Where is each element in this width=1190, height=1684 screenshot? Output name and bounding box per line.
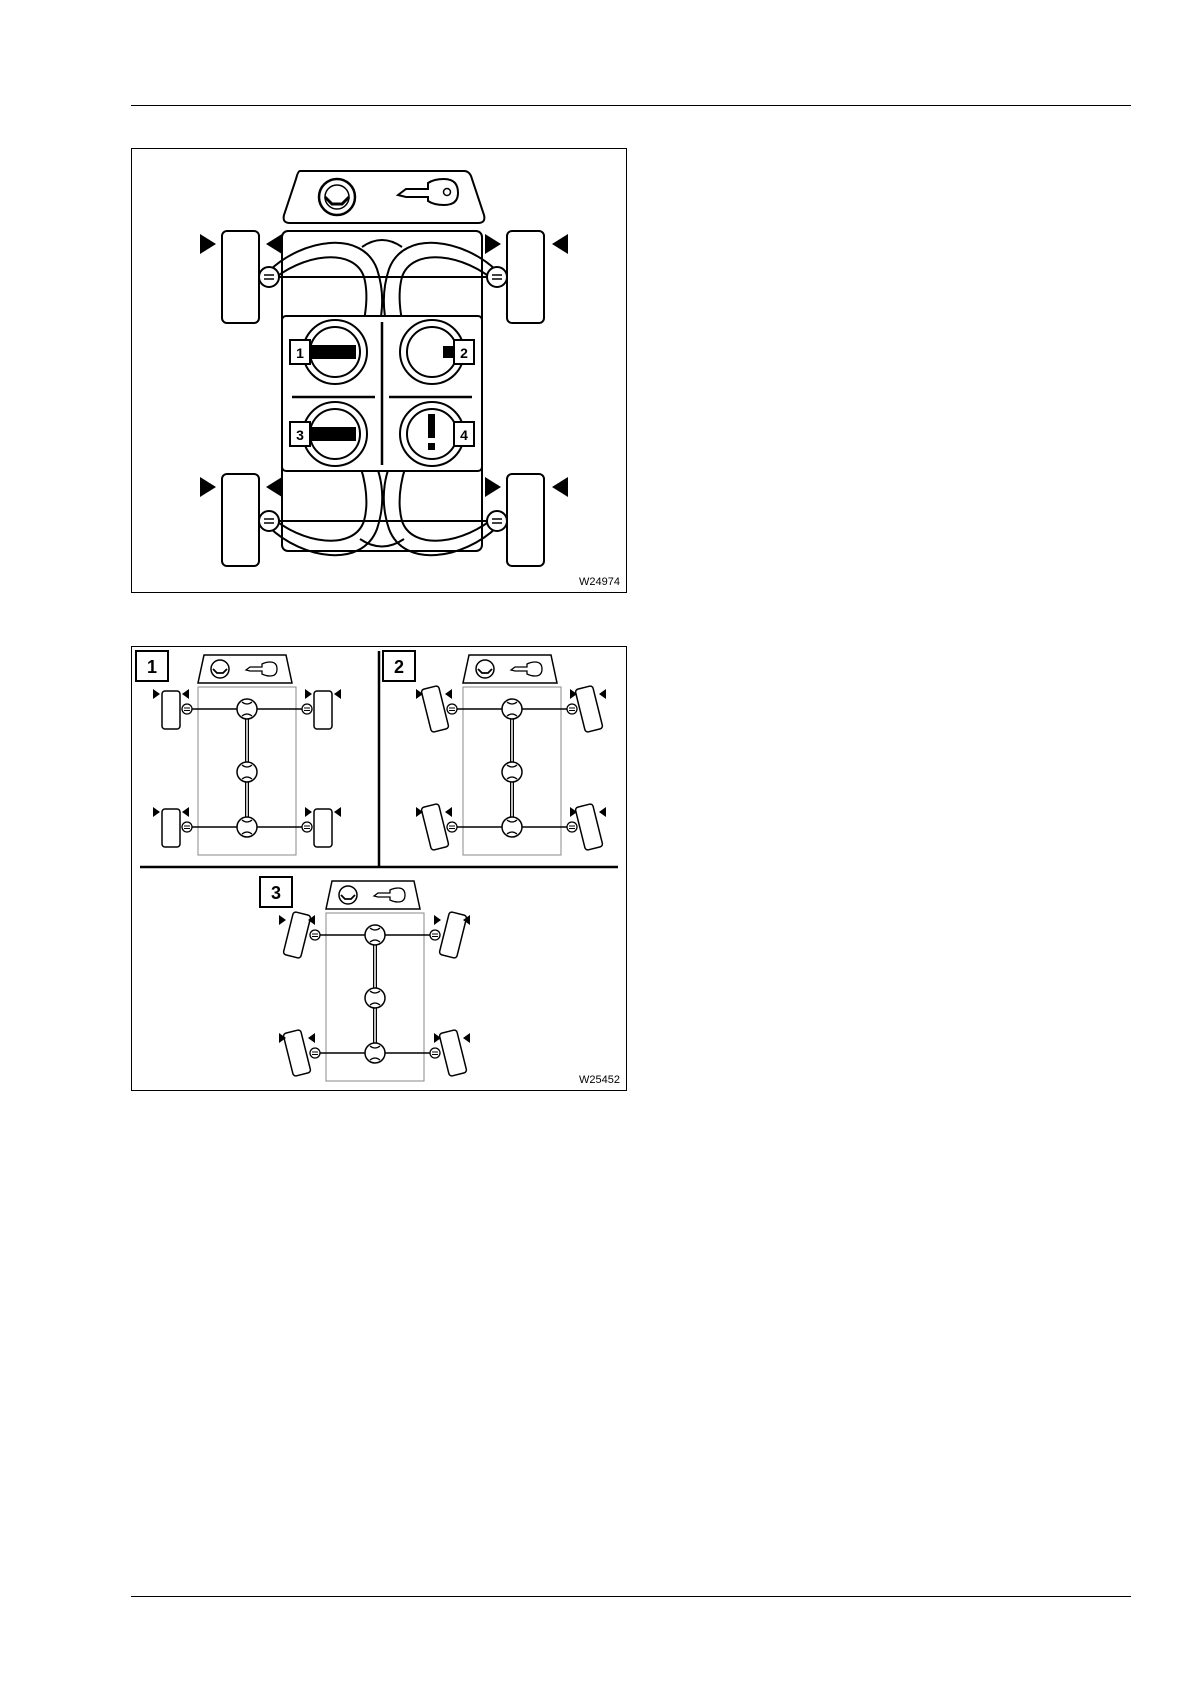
steering-selector-diagram: 1 2 3 4 (132, 149, 626, 592)
figure-id: W25452 (579, 1074, 620, 1086)
steering-modes-figure: 1 2 (131, 646, 627, 1091)
wheel-rear-left (222, 474, 259, 566)
panel-2-crab: 2 (383, 651, 606, 855)
callout-2: 2 (460, 345, 468, 361)
steering-mode-selector-figure: 1 2 3 4 W24974 (131, 148, 627, 593)
callout-4: 4 (460, 427, 468, 443)
panel-1-straight: 1 (136, 651, 341, 855)
panel-label-2: 2 (394, 657, 404, 677)
callout-3: 3 (296, 427, 304, 443)
wheel-front-left (222, 231, 259, 323)
wheel-rear-right (507, 474, 544, 566)
steering-wheel-icon (319, 179, 355, 215)
exclamation-icon (428, 414, 435, 450)
figure-id: W24974 (579, 576, 620, 588)
header-rule (131, 105, 1131, 106)
footer-rule (131, 1596, 1131, 1597)
panel-label-1: 1 (147, 657, 157, 677)
panel-3-all-wheel: 3 (260, 877, 470, 1081)
panel-label-3: 3 (271, 883, 281, 903)
steering-modes-diagram: 1 2 (132, 647, 626, 1090)
callout-1: 1 (296, 345, 304, 361)
wheel-front-right (507, 231, 544, 323)
